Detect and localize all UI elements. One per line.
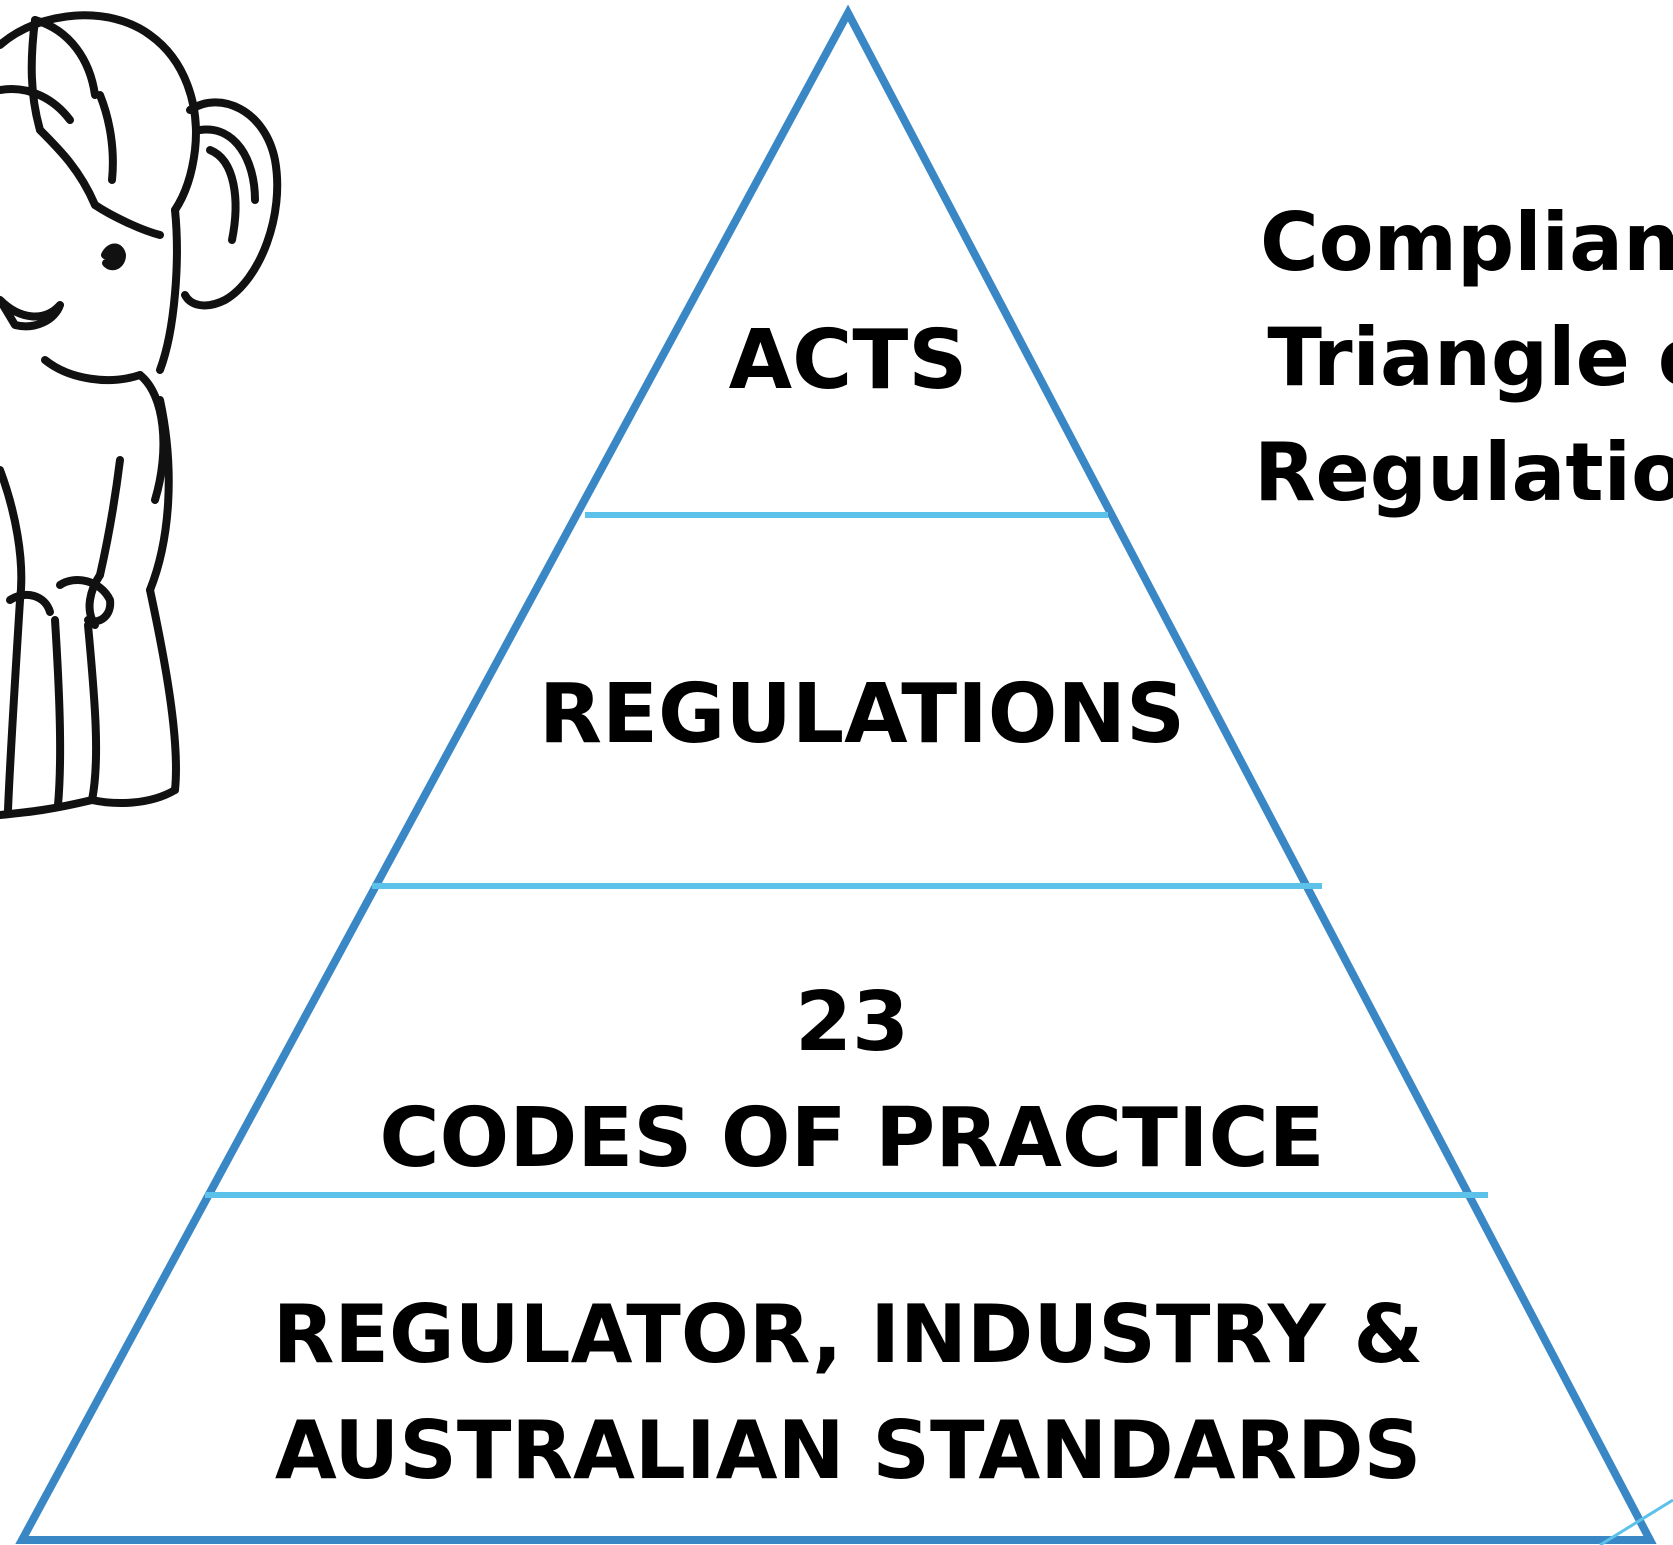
corner-stroke — [1599, 1498, 1673, 1545]
tier-label-standards-line-1: REGULATOR, INDUSTRY & — [273, 1288, 1424, 1381]
tier-label-codes-count: 23 — [795, 975, 909, 1070]
pyramid-outline — [15, 4, 1657, 1544]
tier-label-codes-of-practice: CODES OF PRACTICE — [379, 1091, 1324, 1186]
cartoon-figure-illustration — [0, 11, 282, 819]
tier-label-regulations: REGULATIONS — [539, 667, 1185, 762]
side-title-line-2: Triangle o — [1267, 311, 1673, 404]
tier-label-standards-line-2: AUSTRALIAN STANDARDS — [275, 1404, 1421, 1497]
side-title-line-1: Complian — [1260, 196, 1673, 289]
tier-label-acts: ACTS — [729, 313, 968, 408]
side-title-line-3: Regulatio — [1254, 426, 1673, 519]
